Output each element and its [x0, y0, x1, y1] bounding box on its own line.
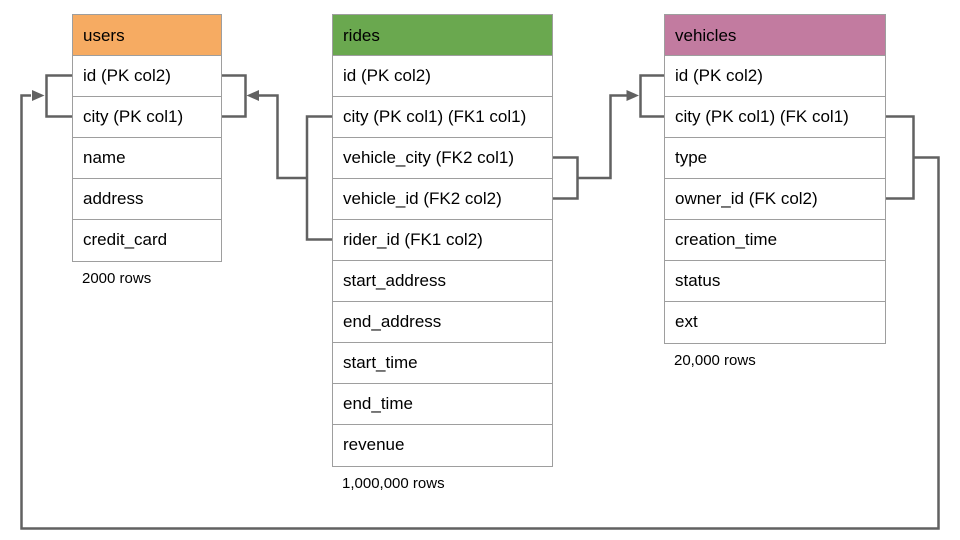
- users-left-bracket: [45, 74, 72, 118]
- table-rides: rides id (PK col2)city (PK col1) (FK1 co…: [332, 14, 553, 492]
- connector-rides-vehicles: [553, 74, 664, 200]
- column-row: creation_time: [665, 220, 885, 261]
- column-row: end_time: [333, 384, 552, 425]
- table-users-header: users: [73, 15, 221, 56]
- column-row: credit_card: [73, 220, 221, 261]
- table-vehicles-rowcount: 20,000 rows: [674, 352, 756, 369]
- column-row: type: [665, 138, 885, 179]
- vehicles-left-bracket: [639, 74, 664, 118]
- column-row: end_address: [333, 302, 552, 343]
- table-rides-rowcount: 1,000,000 rows: [342, 475, 445, 492]
- column-row: ext: [665, 302, 885, 343]
- column-row: start_time: [333, 343, 552, 384]
- connector-link: [20, 94, 940, 530]
- column-row: address: [73, 179, 221, 220]
- table-users-rowcount: 2000 rows: [82, 270, 152, 287]
- column-row: city (PK col1): [73, 97, 221, 138]
- table-vehicles: vehicles id (PK col2)city (PK col1) (FK …: [664, 14, 886, 369]
- column-row: vehicle_id (FK2 col2): [333, 179, 552, 220]
- rides-left-bracket: [305, 115, 332, 241]
- table-vehicles-header: vehicles: [665, 15, 885, 56]
- column-row: id (PK col2): [73, 56, 221, 97]
- users-right-bracket: [222, 74, 247, 118]
- column-row: id (PK col2): [333, 56, 552, 97]
- column-row: city (PK col1) (FK col1): [665, 97, 885, 138]
- column-row: status: [665, 261, 885, 302]
- connector-link: [258, 94, 307, 180]
- column-row: owner_id (FK col2): [665, 179, 885, 220]
- table-rides-rows: id (PK col2)city (PK col1) (FK1 col1)veh…: [333, 56, 552, 466]
- vehicles-right-bracket: [886, 115, 915, 200]
- column-row: vehicle_city (FK2 col1): [333, 138, 552, 179]
- column-row: rider_id (FK1 col2): [333, 220, 552, 261]
- arrowhead-icon: [32, 90, 45, 101]
- table-rides-header: rides: [333, 15, 552, 56]
- arrowhead-icon: [626, 90, 639, 101]
- connector-link: [577, 94, 627, 180]
- column-row: id (PK col2): [665, 56, 885, 97]
- rides-right-bracket: [553, 156, 579, 200]
- column-row: revenue: [333, 425, 552, 466]
- table-vehicles-rows: id (PK col2)city (PK col1) (FK col1)type…: [665, 56, 885, 343]
- column-row: start_address: [333, 261, 552, 302]
- column-row: name: [73, 138, 221, 179]
- connector-rides-users: [222, 74, 332, 241]
- connector-vehicles-users: [20, 74, 940, 530]
- column-row: city (PK col1) (FK1 col1): [333, 97, 552, 138]
- arrowhead-icon: [246, 90, 259, 101]
